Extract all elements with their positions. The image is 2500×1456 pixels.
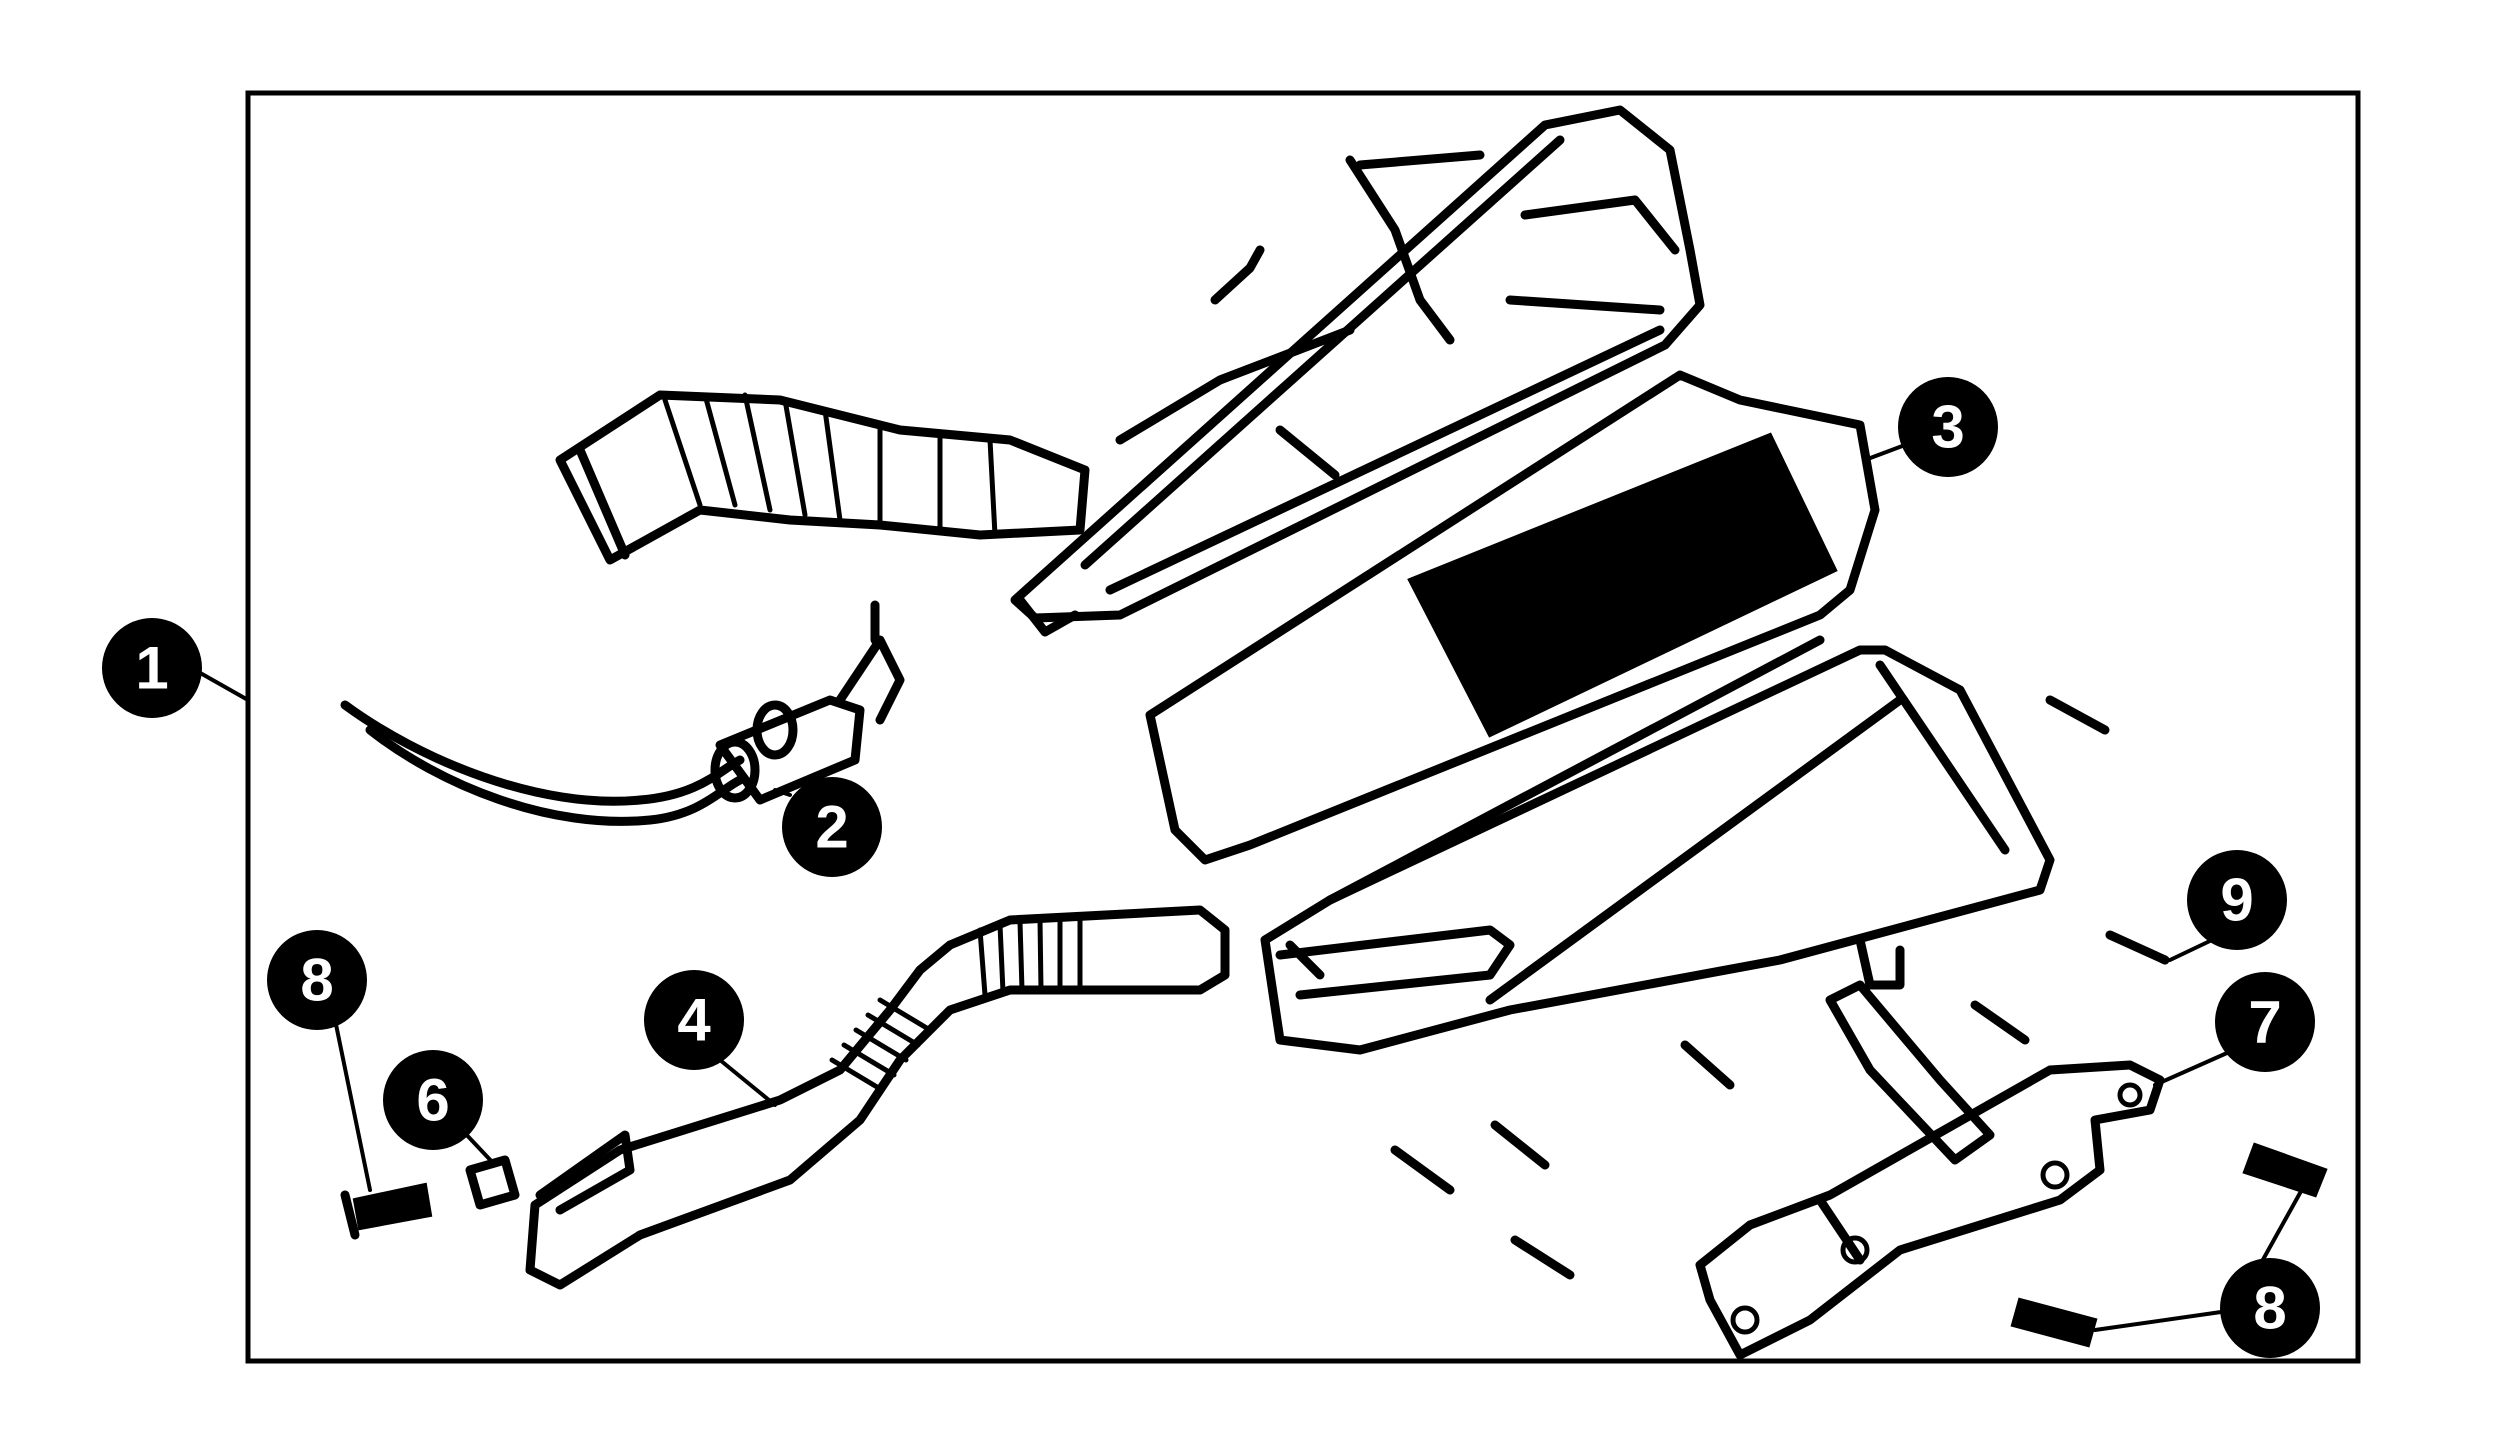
- callout-4: 4: [644, 970, 744, 1070]
- screw-4: [1680, 1040, 1735, 1090]
- screw-6: [1390, 1145, 1455, 1195]
- bolt-right-2: [2010, 1297, 2098, 1348]
- bolt-right-1: [2242, 1142, 2328, 1198]
- screw-8: [1285, 940, 1325, 980]
- callout-1: 1: [102, 618, 202, 718]
- assembly-frame: [245, 90, 2361, 1364]
- callout-7: 7: [2215, 972, 2315, 1072]
- filter-media: [1407, 432, 1838, 738]
- callout-9-label: 9: [2220, 867, 2253, 934]
- callout-2: 2: [782, 777, 882, 877]
- callout-6-label: 6: [416, 1067, 449, 1134]
- callout-4-label: 4: [677, 987, 711, 1054]
- callout-7-label: 7: [2248, 989, 2281, 1056]
- screw-1: [2045, 695, 2110, 735]
- upper-airbox-housing: [1010, 105, 1705, 637]
- breather-hose: [340, 600, 905, 826]
- callout-8-right-label: 8: [2253, 1275, 2286, 1342]
- grommet: [465, 1155, 520, 1210]
- callout-6: 6: [383, 1050, 483, 1150]
- callout-3-label: 3: [1931, 394, 1964, 461]
- screw-3: [1970, 1000, 2030, 1045]
- lower-airbox-housing: [1260, 635, 2055, 1055]
- mounting-bracket: [1695, 980, 2165, 1360]
- screw-set: [1285, 695, 2328, 1348]
- callout-8-left-label: 8: [300, 947, 333, 1014]
- outlet-duct: [525, 905, 1230, 1290]
- callout-8-right: 8: [2220, 1258, 2320, 1358]
- callout-9: 9: [2187, 850, 2287, 950]
- screw-5: [1490, 1120, 1550, 1170]
- callout-3: 3: [1898, 377, 1998, 477]
- air-filter-element: [1145, 370, 1880, 865]
- bolt-left: [340, 1182, 433, 1240]
- callout-1-label: 1: [135, 635, 168, 702]
- intake-duct: [555, 390, 1090, 565]
- callout-2-label: 2: [815, 794, 848, 861]
- screw-7: [1510, 1235, 1575, 1280]
- callout-8-left: 8: [267, 930, 367, 1030]
- screw-2: [2105, 930, 2170, 965]
